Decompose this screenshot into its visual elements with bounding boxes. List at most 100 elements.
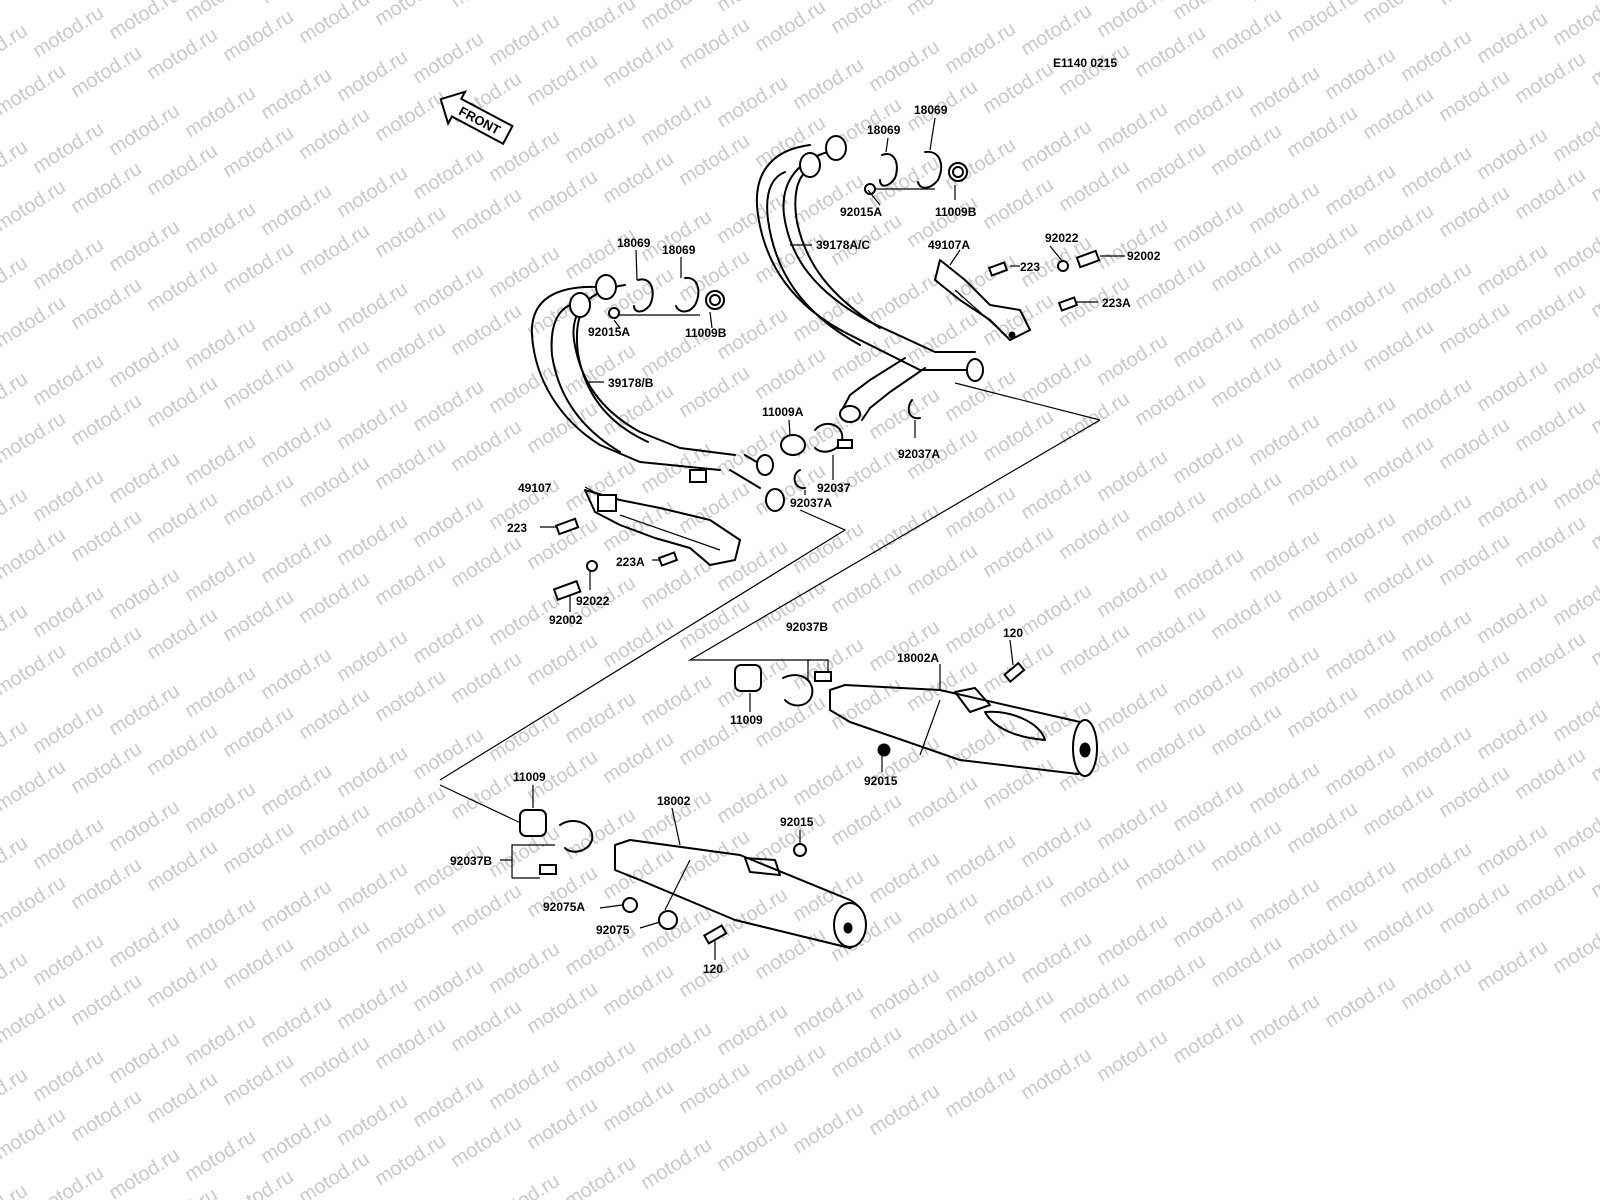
- watermark-text: motod.ru: [789, 518, 868, 578]
- watermark-text: motod.ru: [181, 314, 260, 374]
- bolt-group-right: [987, 249, 1101, 312]
- watermark-text: motod.ru: [0, 292, 70, 352]
- watermark-text: motod.ru: [1397, 142, 1476, 202]
- watermark-text: motod.ru: [903, 540, 982, 600]
- watermark-text: motod.ru: [751, 344, 830, 404]
- watermark-text: motod.ru: [219, 1050, 298, 1110]
- watermark-text: motod.ru: [409, 144, 488, 204]
- callout-c18: 92037A: [790, 496, 832, 510]
- watermark-text: motod.ru: [371, 318, 450, 378]
- watermark-text: motod.ru: [1093, 446, 1172, 506]
- watermark-text: motod.ru: [447, 416, 526, 476]
- watermark-text: motod.ru: [333, 162, 412, 222]
- watermark-text: motod.ru: [1435, 646, 1514, 706]
- watermark-text: motod.ru: [219, 586, 298, 646]
- watermark-text: motod.ru: [181, 894, 260, 954]
- watermark-text: motod.ru: [219, 934, 298, 994]
- watermark-text: motod.ru: [1169, 196, 1248, 256]
- watermark-text: motod.ru: [865, 964, 944, 1024]
- watermark-text: motod.ru: [447, 532, 526, 592]
- callout-c25: 92037B: [786, 620, 828, 634]
- watermark-text: motod.ru: [143, 256, 222, 316]
- watermark-text: motod.ru: [865, 384, 944, 444]
- watermark-text: motod.ru: [105, 0, 184, 44]
- watermark-text: motod.ru: [1587, 30, 1600, 90]
- watermark-text: motod.ru: [827, 1022, 906, 1082]
- watermark-text: motod.ru: [599, 728, 678, 788]
- watermark-text: motod.ru: [1055, 968, 1134, 1028]
- watermark-text: motod.ru: [523, 166, 602, 226]
- watermark-text: motod.ru: [29, 930, 108, 990]
- watermark-text: motod.ru: [0, 176, 70, 236]
- watermark-text: motod.ru: [1359, 0, 1438, 28]
- callout-c36: 120: [703, 962, 723, 976]
- watermark-text: motod.ru: [979, 406, 1058, 466]
- watermark-text: motod.ru: [1131, 834, 1210, 894]
- callout-c30: 11009: [513, 770, 546, 784]
- watermark-text: motod.ru: [1435, 66, 1514, 126]
- watermark-text: motod.ru: [1283, 450, 1362, 510]
- watermark-text: motod.ru: [371, 898, 450, 958]
- watermark-text: motod.ru: [67, 42, 146, 102]
- watermark-text: motod.ru: [1321, 276, 1400, 336]
- callout-c9: 223: [1020, 260, 1040, 274]
- watermark-text: motod.ru: [599, 844, 678, 904]
- watermark-text: motod.ru: [447, 0, 526, 12]
- watermark-text: motod.ru: [0, 484, 32, 544]
- watermark-text: motod.ru: [371, 86, 450, 146]
- watermark-text: motod.ru: [865, 1080, 944, 1140]
- watermark-text: motod.ru: [1207, 700, 1286, 760]
- watermark-text: motod.ru: [105, 448, 184, 508]
- watermark-text: motod.ru: [903, 888, 982, 948]
- watermark-text: motod.ru: [1511, 512, 1590, 572]
- watermark-text: motod.ru: [1055, 620, 1134, 680]
- callout-c12: 18069: [662, 243, 696, 257]
- watermark-text: motod.ru: [181, 662, 260, 722]
- watermark-text: motod.ru: [105, 332, 184, 392]
- callout-c34: 92075A: [543, 900, 585, 914]
- watermark-text: motod.ru: [29, 234, 108, 294]
- watermark-text: motod.ru: [865, 616, 944, 676]
- guide-lines: [439, 419, 1101, 826]
- watermark-text: motod.ru: [1435, 298, 1514, 358]
- watermark-text: motod.ru: [1245, 526, 1324, 586]
- watermark-text: motod.ru: [333, 974, 412, 1034]
- watermark-text: motod.ru: [143, 24, 222, 84]
- leader-lines: [500, 117, 1125, 960]
- watermark-text: motod.ru: [1093, 98, 1172, 158]
- callout-c2: 18069: [867, 123, 901, 137]
- callout-c14: 11009B: [685, 326, 727, 340]
- watermark-text: motod.ru: [1131, 950, 1210, 1010]
- watermark-text: motod.ru: [67, 854, 146, 914]
- watermark-text: motod.ru: [675, 1058, 754, 1118]
- watermark-text: motod.ru: [865, 848, 944, 908]
- watermark-text: motod.ru: [561, 804, 640, 864]
- watermark-text: motod.ru: [675, 478, 754, 538]
- watermark-text: motod.ru: [637, 670, 716, 730]
- watermark-text: motod.ru: [751, 1040, 830, 1100]
- watermark-text: motod.ru: [1549, 0, 1600, 50]
- watermark-text: motod.ru: [1169, 1008, 1248, 1068]
- joint-rings-middle: [780, 399, 921, 490]
- watermark-text: motod.ru: [1245, 410, 1324, 470]
- watermark-text: motod.ru: [0, 756, 70, 816]
- watermark-text: motod.ru: [0, 136, 32, 196]
- watermark-text: motod.ru: [143, 140, 222, 200]
- watermark-text: motod.ru: [713, 420, 792, 480]
- watermark-text: motod.ru: [827, 674, 906, 734]
- watermark-text: motod.ru: [257, 644, 336, 704]
- watermark-text: motod.ru: [0, 832, 32, 892]
- watermark-text: motod.ru: [67, 390, 146, 450]
- watermark-text: motod.ru: [637, 902, 716, 962]
- callout-c6: 49107A: [928, 238, 970, 252]
- watermark-text: motod.ru: [257, 992, 336, 1052]
- watermark-text: motod.ru: [1511, 164, 1590, 224]
- watermark-text: motod.ru: [143, 720, 222, 780]
- watermark-text: motod.ru: [1359, 548, 1438, 608]
- watermark-text: motod.ru: [257, 0, 336, 8]
- watermark-text: motod.ru: [409, 608, 488, 668]
- header-pipe-left: [530, 274, 785, 512]
- watermark-text: motod.ru: [485, 242, 564, 302]
- watermark-text: motod.ru: [257, 64, 336, 124]
- watermark-text: motod.ru: [0, 0, 70, 4]
